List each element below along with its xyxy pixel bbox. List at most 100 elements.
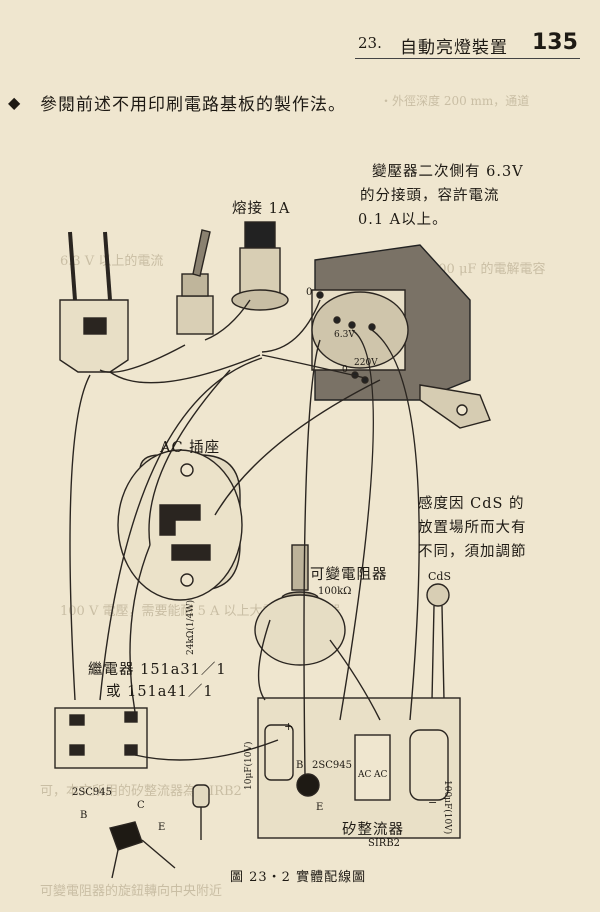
bleed-through-text: ・外徑深度 200 mm，通道 xyxy=(380,94,530,108)
transistor-on-board xyxy=(296,773,320,797)
wire xyxy=(134,739,279,761)
pot-body xyxy=(254,594,346,666)
relay-label-line1: 繼電器 151a31／1 xyxy=(88,662,227,678)
capacitor-100uf-label: 100μF(10V) xyxy=(442,780,452,835)
variable-resistor-label: 可變電阻器 xyxy=(310,567,388,583)
header-rule xyxy=(355,58,580,59)
ac-socket-hole xyxy=(180,463,194,477)
legend-emitter-label: E xyxy=(158,822,166,833)
wire xyxy=(261,354,366,379)
wire xyxy=(339,329,375,721)
transistor-legend-body xyxy=(109,821,143,851)
bleed-through-text: 可變電阻器的旋鈕轉向中央附近 xyxy=(40,884,223,899)
transistor-legend-label: 2SC945 xyxy=(72,787,112,798)
transformer-note-line1: 變壓器二次側有 6.3V xyxy=(372,164,524,180)
tap-label-6v3: 6.3V xyxy=(334,330,355,340)
capacitor-legend xyxy=(192,784,210,808)
legend-collector-label: C xyxy=(137,800,145,811)
cds-lead xyxy=(441,605,445,701)
transformer-bracket xyxy=(419,384,491,429)
bleed-through-text: 100 μF 的電解電容 xyxy=(430,262,546,277)
ac-socket-hole xyxy=(180,573,194,587)
page-number: 135 xyxy=(532,30,578,55)
tap-terminal xyxy=(333,316,341,324)
relay-contact xyxy=(124,711,138,723)
fuse-nut xyxy=(231,289,289,311)
transistor-emitter-label: E xyxy=(316,802,324,813)
wire xyxy=(303,339,321,776)
transformer-note-line3: 0.1 A以上。 xyxy=(358,212,448,228)
wire xyxy=(261,299,321,353)
transistor-label: 2SC945 xyxy=(312,760,352,771)
wire xyxy=(371,329,420,721)
rectifier-model: SIRB2 xyxy=(368,838,401,849)
plug-body xyxy=(59,299,129,373)
wire xyxy=(141,839,176,869)
wire xyxy=(129,544,151,713)
cds-lead xyxy=(431,605,435,701)
rectifier-ac1: AC xyxy=(358,770,372,780)
pot-shaft xyxy=(291,544,309,591)
wire xyxy=(99,357,263,701)
fuse-body xyxy=(239,247,281,295)
tap-label-220v: 220V xyxy=(354,358,378,368)
ac-socket-body xyxy=(117,449,243,601)
tap-terminal xyxy=(348,321,356,329)
wire xyxy=(69,374,91,701)
tap-label-0-top: 0 xyxy=(306,287,313,298)
wire xyxy=(204,299,251,341)
capacitor-10uf-label: 10μF(10V) xyxy=(244,741,254,790)
wire xyxy=(111,849,119,879)
relay-contact xyxy=(69,744,85,756)
transformer-winding xyxy=(311,291,409,369)
capacitor-10uf xyxy=(264,724,294,781)
capacitor-minus-sign: − xyxy=(428,796,438,809)
relay-label-line2: 或 151a41／1 xyxy=(106,684,214,700)
wire xyxy=(214,379,381,516)
relay-contact xyxy=(124,744,138,756)
fuse-cap xyxy=(244,221,276,249)
rectifier-block xyxy=(354,734,391,801)
cds-note-line2: 放置場所而大有 xyxy=(418,520,527,536)
ac-socket-contact xyxy=(159,504,201,536)
figure-caption: 圖 23・2 實體配線圖 xyxy=(230,870,367,885)
cds-label: CdS xyxy=(428,570,451,583)
relay-contact xyxy=(69,714,85,726)
wire xyxy=(99,344,186,373)
wire xyxy=(148,369,231,546)
switch-lever xyxy=(192,229,211,277)
diamond-icon: ◆ xyxy=(8,93,21,112)
switch-body xyxy=(176,295,214,335)
capacitor-100uf xyxy=(409,729,449,801)
chapter-title: 自動亮燈裝置 xyxy=(400,38,508,58)
tap-terminal xyxy=(361,376,369,384)
wire xyxy=(329,639,381,721)
tap-terminal xyxy=(368,323,376,331)
legend-base-label: B xyxy=(80,810,88,821)
bracket-hole xyxy=(456,404,468,416)
wire xyxy=(109,354,261,384)
transformer-note-line2: 的分接頭，容許電流 xyxy=(360,188,500,204)
wire xyxy=(257,619,271,701)
cds-note-line1: 感度因 CdS 的 xyxy=(418,496,525,512)
variable-resistor-value: 100kΩ xyxy=(318,586,352,597)
tap-terminal xyxy=(316,291,324,299)
plug-prong xyxy=(68,231,77,301)
rectifier-label: 矽整流器 xyxy=(342,822,404,838)
intro-text: 參閱前述不用印刷電路基板的製作法。 xyxy=(40,95,346,115)
cds-note-line3: 不同，須加調節 xyxy=(418,544,527,560)
chapter-number: 23. xyxy=(358,34,382,52)
rectifier-ac2: AC xyxy=(374,770,388,780)
cds-cell xyxy=(426,583,450,607)
capacitor-plus-sign: + xyxy=(284,720,294,733)
switch-collar xyxy=(181,273,209,297)
plug-prong xyxy=(103,231,112,301)
bleed-through-text: 6.3 V 以上的電流 xyxy=(60,254,164,269)
tap-label-0-bottom: 0 xyxy=(342,365,348,375)
ac-socket-contact xyxy=(171,544,211,561)
resistor-rating: 24kΩ(1/4W) xyxy=(186,599,196,655)
fuse-label: 熔接 1A xyxy=(232,201,291,217)
transistor-base-label: B xyxy=(296,760,304,771)
